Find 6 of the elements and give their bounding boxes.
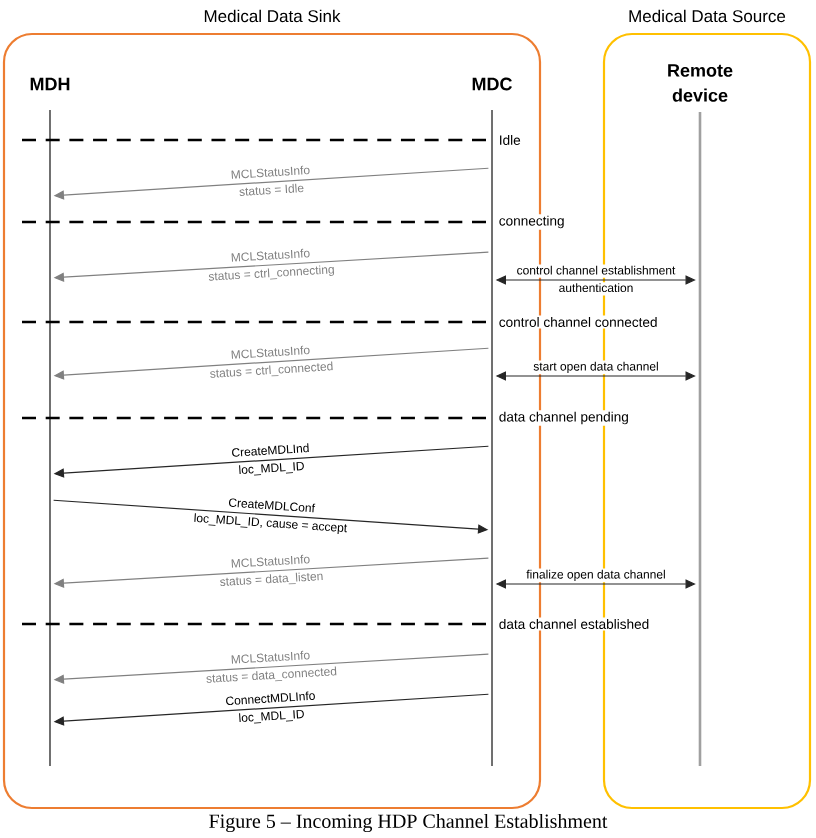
participant-name: MDC	[472, 77, 512, 91]
boundary-title: Medical Data Sink	[204, 9, 341, 23]
participant-name: MDH	[30, 77, 70, 91]
boundary-title: Medical Data Source	[629, 9, 786, 23]
caption: Figure 5 – Incoming HDP Channel Establishment	[209, 813, 608, 833]
participant-name: Remote device	[668, 64, 733, 102]
